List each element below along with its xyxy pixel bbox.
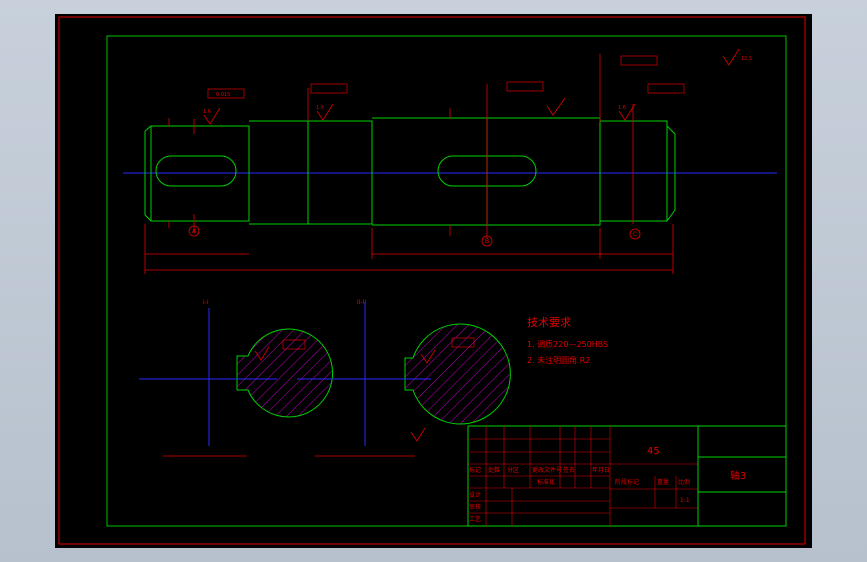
tech-item-1: 1. 调质220—250HBS bbox=[527, 339, 608, 349]
tb-scale: 1:1 bbox=[680, 497, 690, 504]
roughness-corner: 12.5 bbox=[741, 56, 752, 62]
tb-designer: 设计 bbox=[469, 491, 481, 499]
section-2: II-II bbox=[297, 299, 511, 457]
tb-change-doc: 更改文件号 bbox=[532, 466, 562, 474]
datum-a: A bbox=[192, 228, 197, 235]
roughness-3: 1.6 bbox=[618, 105, 626, 111]
tb-review: 审核 bbox=[469, 503, 481, 511]
shaft-outline bbox=[144, 117, 676, 226]
roughness-1: 1.6 bbox=[203, 109, 211, 115]
tolerance-tag: 0.015 bbox=[216, 92, 230, 98]
tb-process: 工艺 bbox=[469, 515, 481, 523]
title-block: 标记 处数 分区 更改文件号 签名 年月日 标准化 设计 审核 工艺 阶段标记 … bbox=[467, 425, 787, 527]
datum-b: B bbox=[485, 238, 489, 245]
tech-title: 技术要求 bbox=[527, 316, 571, 329]
tb-ratio: 比例 bbox=[678, 478, 690, 486]
tb-sign: 签名 bbox=[563, 466, 575, 474]
tolerance-values: 0.015 bbox=[216, 92, 230, 98]
tb-count: 处数 bbox=[488, 466, 500, 474]
section-2-label: II-II bbox=[357, 299, 366, 306]
tb-part-name: 轴3 bbox=[730, 469, 746, 482]
tech-item-2: 2. 未注明圆角 R2 bbox=[527, 355, 590, 365]
tb-weight: 重量 bbox=[657, 478, 669, 486]
shaft-drawing: A B C 0.015 bbox=[58, 16, 806, 545]
section-1-label: I-I bbox=[203, 299, 209, 306]
inner-border bbox=[106, 35, 787, 527]
roughness-2: 1.6 bbox=[316, 105, 324, 111]
tolerance-frames bbox=[207, 55, 685, 99]
tech-requirements: 技术要求 1. 调质220—250HBS 2. 未注明圆角 R2 bbox=[527, 316, 608, 365]
tb-standard: 标准化 bbox=[537, 478, 555, 486]
tb-date: 年月日 bbox=[592, 466, 610, 474]
section-1: I-I bbox=[139, 299, 334, 457]
dimensions bbox=[144, 54, 674, 274]
roughness-values: 1.6 1.6 1.6 12.5 bbox=[203, 56, 752, 115]
tb-mark: 标记 bbox=[469, 466, 481, 474]
drawing-canvas[interactable]: A B C 0.015 bbox=[55, 14, 812, 548]
datum-c: C bbox=[633, 231, 637, 238]
tb-zone: 分区 bbox=[507, 466, 519, 474]
roughness-marks bbox=[203, 48, 740, 125]
datum-letters: A B C bbox=[192, 228, 637, 245]
outer-border bbox=[58, 16, 806, 545]
tb-material: 45 bbox=[647, 446, 660, 457]
tb-stage: 阶段标记 bbox=[615, 478, 639, 486]
datum-markers bbox=[188, 225, 641, 247]
